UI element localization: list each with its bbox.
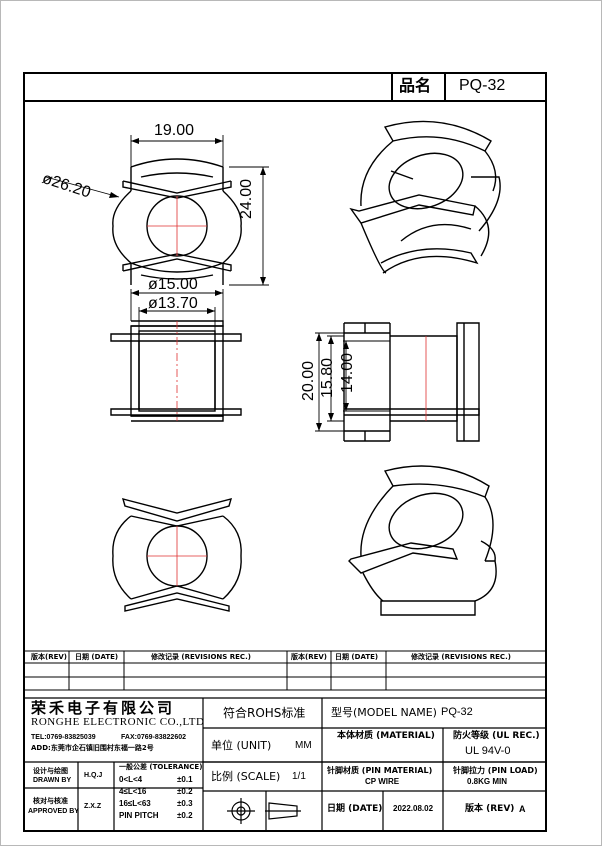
side-view: [110, 320, 242, 422]
dim-height-top: 24.00: [238, 178, 255, 219]
header-box: [23, 72, 547, 102]
fire-rating-label: 防火等级 (UL REC.): [453, 731, 540, 741]
dim-core-dia: ø13.70: [148, 295, 198, 312]
tolerance-value-3: ±0.3: [177, 799, 193, 808]
revision-table-lines: [25, 650, 546, 691]
projection-symbol: [227, 798, 301, 824]
drawn-by-value: H.Q.J: [84, 772, 103, 779]
scale-value: 1/1: [292, 771, 306, 782]
dimension-arrows: [109, 138, 349, 431]
part-name-label: 品名: [399, 76, 432, 95]
company-name-cn: 荣禾电子有限公司: [31, 699, 176, 717]
model-name-value: PQ-32: [441, 706, 473, 718]
dim-width-top: 19.00: [154, 122, 195, 139]
rev-header-left-rec: 修改记录 (REVISIONS REC.): [151, 653, 251, 661]
rev-header-left-date: 日期 (DATE): [75, 653, 119, 661]
tolerance-value-1: ±0.1: [177, 775, 193, 784]
rev-header-left-rev: 版本(REV): [31, 653, 67, 661]
tolerance-title: 一般公差 (TOLERANCE): [119, 763, 203, 771]
unit-value: MM: [295, 740, 312, 751]
drawn-by-label-en: DRAWN BY: [33, 777, 72, 784]
tolerance-value-2: ±0.2: [177, 787, 193, 796]
tolerance-value-4: ±0.2: [177, 811, 193, 820]
drawing-frame: [23, 72, 547, 832]
rev-header-right-date: 日期 (DATE): [335, 653, 379, 661]
dim-inner-height: 14.00: [339, 352, 356, 393]
dimension-lines: [45, 135, 390, 432]
dim-flange-dia: ø15.00: [148, 276, 198, 293]
revision-value: A: [519, 804, 526, 814]
pin-load-value: 0.8KG MIN: [467, 777, 508, 786]
rev-header-right-rec: 修改记录 (REVISIONS REC.): [411, 653, 511, 661]
model-name-label: 型号(MODEL NAME): [331, 706, 437, 719]
approved-by-label: 核对与核准: [33, 797, 68, 805]
tolerance-range-1: 0<L<4: [119, 775, 143, 784]
approved-by-label-en: APPROVED BY: [28, 808, 79, 815]
date-value: 2022.08.02: [393, 804, 434, 813]
pin-load-label: 针脚拉力 (PIN LOAD): [453, 766, 538, 775]
pin-material-value: CP WIRE: [365, 777, 400, 786]
tolerance-range-4: PIN PITCH: [119, 811, 159, 820]
dim-mid-height: 15.80: [319, 357, 336, 398]
material-label: 本体材质 (MATERIAL): [337, 731, 435, 741]
tolerance-range-3: 16≤L<63: [119, 799, 151, 808]
company-fax: FAX:0769-83822602: [121, 734, 186, 741]
pin-material-label: 针脚材质 (PIN MATERIAL): [327, 766, 433, 775]
front-view: [343, 322, 480, 442]
company-tel: TEL:0769-83825039: [31, 734, 96, 741]
title-block-lines: [25, 697, 546, 830]
drawn-by-label: 设计与绘图: [33, 767, 68, 775]
rev-header-right-rev: 版本(REV): [291, 653, 327, 661]
date-label: 日期 (DATE): [327, 804, 383, 814]
unit-label: 单位 (UNIT): [211, 739, 272, 752]
dim-overall-height: 20.00: [300, 360, 317, 401]
center-lines: [147, 196, 427, 586]
part-name-value: PQ-32: [459, 77, 506, 94]
scale-label: 比例 (SCALE): [211, 770, 281, 783]
revision-label: 版本 (REV): [465, 804, 515, 814]
rohs-compliance: 符合ROHS标准: [223, 706, 306, 720]
isometric-view-top: [349, 120, 501, 274]
fire-rating-value: UL 94V-0: [465, 745, 511, 757]
tolerance-range-2: 4≤L<16: [119, 787, 147, 796]
company-address: ADD:东莞市企石镇旧围村东福一路2号: [31, 744, 154, 752]
isometric-view-bottom: [348, 465, 497, 616]
company-name-en: RONGHE ELECTRONIC CO.,LTD: [31, 716, 205, 728]
approved-by-value: Z.X.Z: [84, 803, 102, 810]
